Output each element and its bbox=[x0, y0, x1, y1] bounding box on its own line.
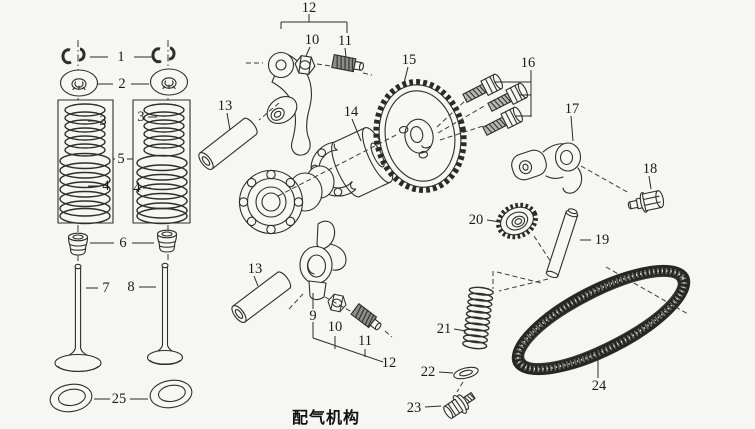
tensioner-spring bbox=[461, 285, 495, 351]
callout-18: 18 bbox=[642, 160, 658, 177]
tensioner-gear bbox=[496, 202, 538, 240]
tensioner-rod bbox=[545, 208, 579, 279]
valve-cotters-right bbox=[151, 46, 176, 64]
valve-left bbox=[54, 263, 102, 373]
callout-20: 20 bbox=[468, 211, 484, 228]
callout-14: 14 bbox=[343, 103, 359, 120]
cam-sprocket bbox=[373, 79, 467, 193]
adjuster-screw-bottom bbox=[350, 303, 385, 334]
callout-21: 21 bbox=[436, 320, 452, 337]
mounting-bolts bbox=[460, 72, 530, 139]
camshaft bbox=[238, 127, 394, 235]
rocker-arm-bottom bbox=[299, 220, 347, 301]
callout-24: 24 bbox=[591, 377, 607, 394]
rocker-arm-top bbox=[266, 51, 313, 156]
callout-17: 17 bbox=[564, 100, 580, 117]
callout-13b: 13 bbox=[247, 260, 263, 277]
callout-11b: 11 bbox=[358, 332, 372, 349]
valve-stem-seal-left bbox=[67, 232, 89, 256]
callout-10a: 10 bbox=[304, 31, 320, 48]
pivot-bolt bbox=[627, 190, 665, 213]
tensioner-cap-bolt bbox=[443, 392, 476, 419]
callout-8: 8 bbox=[127, 278, 135, 295]
valve-seat-ring-left bbox=[47, 380, 95, 416]
callout-7: 7 bbox=[102, 279, 110, 296]
callout-25: 25 bbox=[111, 390, 127, 407]
sealing-washer bbox=[453, 366, 479, 380]
callout-13a: 13 bbox=[217, 97, 233, 114]
spring-retainer-right bbox=[149, 68, 189, 96]
callout-5: 5 bbox=[117, 150, 125, 167]
callout-22: 22 bbox=[420, 363, 436, 380]
callout-1: 1 bbox=[117, 48, 125, 65]
callout-16: 16 bbox=[520, 54, 536, 71]
timing-chain bbox=[511, 264, 691, 376]
callout-12a: 12 bbox=[301, 0, 317, 16]
inner-valve-spring-right bbox=[143, 103, 185, 157]
chain-guide-arm bbox=[511, 142, 583, 194]
callout-3a: 3 bbox=[99, 112, 107, 129]
valve-cotters-left bbox=[61, 47, 86, 65]
leader-lines bbox=[86, 14, 652, 408]
adjuster-nut-bottom bbox=[325, 292, 349, 314]
valve-seat-ring-right bbox=[147, 376, 195, 412]
callout-19: 19 bbox=[594, 231, 610, 248]
spring-retainer-left bbox=[59, 69, 99, 97]
callout-9: 9 bbox=[309, 307, 317, 324]
callout-10b: 10 bbox=[327, 318, 343, 335]
callout-11a: 11 bbox=[338, 32, 352, 49]
rocker-shaft-bottom bbox=[228, 269, 294, 326]
callout-15: 15 bbox=[401, 51, 417, 68]
valve-stem-seal-right bbox=[156, 229, 178, 253]
callout-4a: 4 bbox=[102, 177, 110, 194]
outer-valve-spring-right bbox=[136, 154, 188, 225]
callout-2: 2 bbox=[118, 75, 126, 92]
callout-23: 23 bbox=[406, 399, 422, 416]
callout-12b: 12 bbox=[381, 354, 397, 371]
callout-4b: 4 bbox=[133, 179, 141, 196]
adjuster-screw-top bbox=[331, 54, 366, 74]
valve-right bbox=[146, 262, 184, 366]
construction-lines bbox=[246, 62, 689, 393]
diagram-caption: 配气机构 bbox=[291, 410, 361, 427]
rocker-shaft-top bbox=[195, 115, 261, 173]
callout-6: 6 bbox=[119, 234, 127, 251]
callout-3b: 3 bbox=[137, 108, 145, 125]
